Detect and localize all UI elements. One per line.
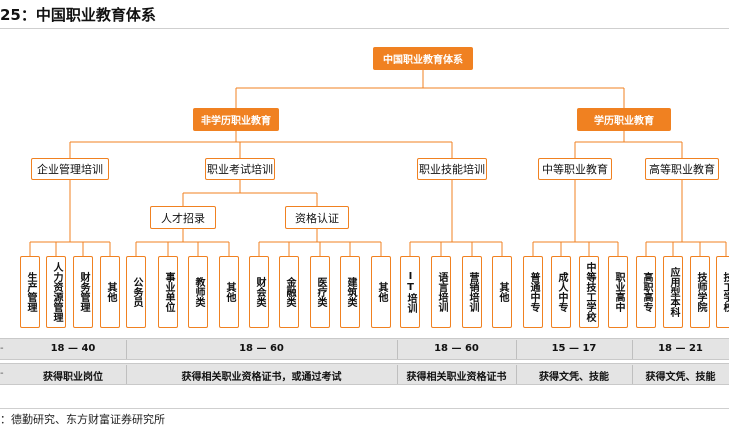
- leaf-technical-college: 技工学校: [716, 256, 729, 328]
- secondary-vocational-node: 中等职业教育: [538, 158, 612, 180]
- source-rule: [0, 408, 729, 409]
- leaf-construction: 建筑类: [340, 256, 360, 328]
- leaf-adult-secondary: 成人中专: [551, 256, 571, 328]
- age-higher: 18 — 21: [658, 343, 703, 354]
- root-node: 中国职业教育体系: [373, 47, 473, 70]
- outcome-row-band: [0, 364, 729, 384]
- age-row-separator: [632, 340, 633, 359]
- figure-title: 25：中国职业教育体系: [0, 6, 156, 24]
- outcome-enterprise: 获得职业岗位: [43, 372, 103, 383]
- connector-lines: [29, 70, 727, 256]
- leaf-medical: 医疗类: [310, 256, 330, 328]
- leaf-applied-undergraduate: 应用型本科: [663, 256, 683, 328]
- leaf-accounting: 财会类: [249, 256, 269, 328]
- age-row-separator: [126, 340, 127, 359]
- age-exam: 18 — 60: [239, 343, 284, 354]
- leaf-enterprise-other: 其他: [100, 256, 120, 328]
- leaf-marketing-training: 营销培训: [462, 256, 482, 328]
- age-enterprise: 18 — 40: [50, 343, 96, 354]
- leaf-hr-management: 人力资源管理: [46, 256, 66, 328]
- outcome-higher: 获得文凭、技能: [645, 372, 716, 383]
- outcome-row-separator: [397, 365, 398, 384]
- outcome-row-marker: -: [0, 368, 4, 379]
- age-row-separator: [397, 340, 398, 359]
- outcome-exam: 获得相关职业资格证书，或通过考试: [181, 372, 342, 383]
- leaf-technician-college: 技师学院: [690, 256, 710, 328]
- talent-recruitment-node: 人才招录: [150, 206, 216, 229]
- certification-node: 资格认证: [285, 206, 349, 229]
- leaf-vocational-high: 职业高中: [608, 256, 628, 328]
- higher-vocational-node: 高等职业教育: [645, 158, 719, 180]
- exam-training-node: 职业考试培训: [205, 158, 275, 180]
- leaf-certification-other: 其他: [371, 256, 391, 328]
- age-row-top-line: [0, 338, 729, 339]
- leaf-public-institution: 事业单位: [158, 256, 178, 328]
- age-row-marker: -: [0, 343, 4, 354]
- outcome-row-separator: [126, 365, 127, 384]
- outcome-row-separator: [516, 365, 517, 384]
- leaf-civil-servant: 公务员: [126, 256, 146, 328]
- outcome-secondary: 获得文凭、技能: [539, 372, 609, 383]
- age-secondary: 15 — 17: [551, 343, 597, 354]
- leaf-regular-secondary: 普通中专: [523, 256, 543, 328]
- leaf-finance-management: 财务管理: [73, 256, 93, 328]
- outcome-skills: 获得相关职业资格证书: [406, 372, 507, 383]
- enterprise-training-node: 企业管理培训: [31, 158, 109, 180]
- leaf-teacher: 教师类: [188, 256, 208, 328]
- leaf-production-management: 生产管理: [20, 256, 40, 328]
- leaf-banking: 金融类: [279, 256, 299, 328]
- age-skills: 18 — 60: [434, 343, 479, 354]
- title-rule: [0, 28, 729, 29]
- age-row-band: [0, 339, 729, 359]
- non-degree-node: 非学历职业教育: [193, 108, 279, 131]
- leaf-it-training: IT培训: [400, 256, 420, 328]
- outcome-row-separator: [632, 365, 633, 384]
- leaf-skills-other: 其他: [492, 256, 512, 328]
- skills-training-node: 职业技能培训: [417, 158, 487, 180]
- age-row-separator: [516, 340, 517, 359]
- outcome-row-bottom-line: [0, 384, 729, 385]
- age-row-bottom-line: [0, 359, 729, 360]
- leaf-higher-vocational: 高职高专: [636, 256, 656, 328]
- leaf-language-training: 语言培训: [431, 256, 451, 328]
- leaf-technical-school: 中等技工学校: [579, 256, 599, 328]
- leaf-recruitment-other: 其他: [219, 256, 239, 328]
- source-note: ：德勤研究、东方财富证券研究所: [0, 413, 165, 426]
- outcome-row-top-line: [0, 363, 729, 364]
- degree-node: 学历职业教育: [577, 108, 671, 131]
